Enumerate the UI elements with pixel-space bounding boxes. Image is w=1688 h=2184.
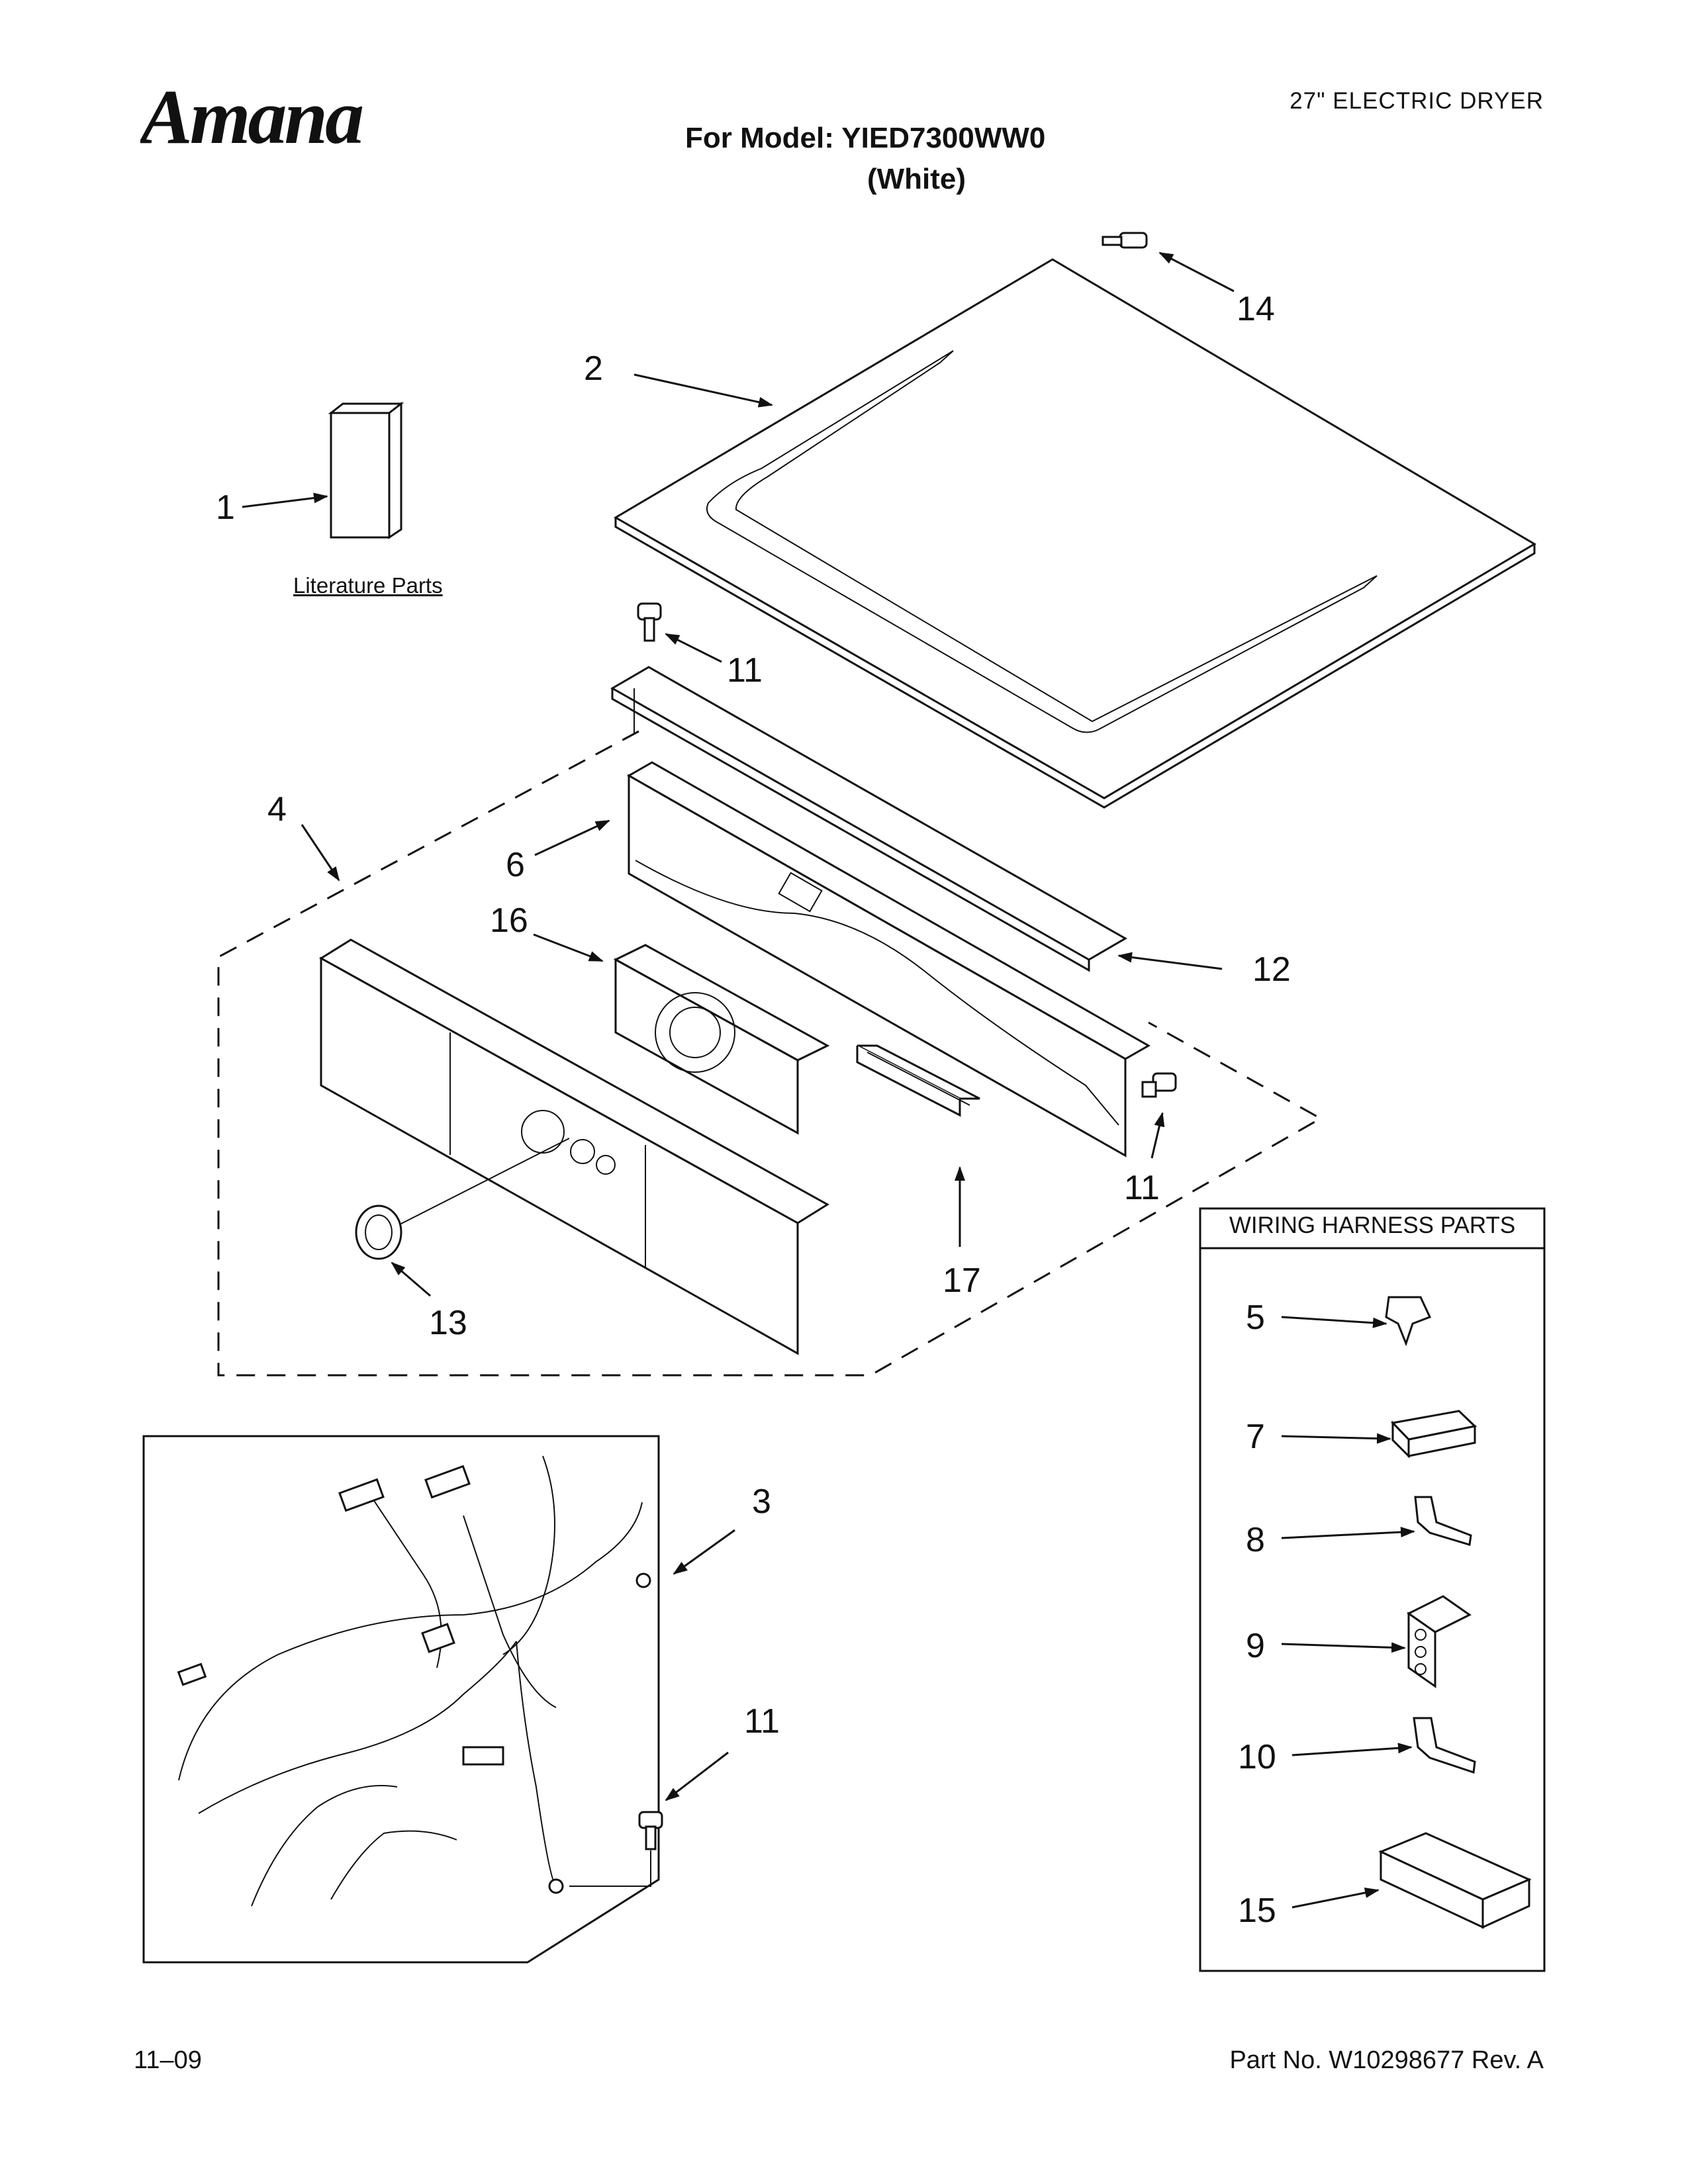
callout-numbers: 1 2 14 11 4 6 16 12 11 17 13 3 11 5 7 8 … xyxy=(216,290,1291,1930)
console-panel xyxy=(319,938,829,1355)
literature-parts-label: Literature Parts xyxy=(293,573,443,598)
screw-11-upper xyxy=(637,602,662,642)
callout-4: 4 xyxy=(267,790,287,829)
callout-6: 6 xyxy=(506,846,525,884)
callout-11-right: 11 xyxy=(1124,1169,1160,1207)
console-frame-6 xyxy=(626,761,1151,1158)
screw-11-lower xyxy=(569,1811,663,1887)
callout-12: 12 xyxy=(1252,950,1291,989)
footer-date: 11–09 xyxy=(134,2046,202,2074)
screw-11-right xyxy=(1141,1072,1177,1098)
callout-14: 14 xyxy=(1237,290,1275,328)
product-category: 27" ELECTRIC DRYER xyxy=(1289,88,1544,114)
wiring-harness-parts-legend xyxy=(1199,1207,1546,1972)
logo-wordmark: Amana xyxy=(140,73,363,158)
amana-logo: Amana xyxy=(140,73,365,158)
screw-14 xyxy=(1102,232,1148,249)
literature-booklet xyxy=(328,401,404,539)
harness-terminal-10 xyxy=(1413,1717,1476,1774)
callout-11-lower: 11 xyxy=(744,1702,780,1741)
callout-16: 16 xyxy=(490,901,528,940)
callout-8: 8 xyxy=(1246,1521,1265,1559)
callout-15: 15 xyxy=(1238,1891,1276,1930)
top-bracket-12 xyxy=(610,666,1128,972)
leader-lines xyxy=(242,251,1415,1909)
harness-clip-5 xyxy=(1385,1296,1432,1347)
callout-5: 5 xyxy=(1246,1298,1265,1337)
callout-11-upper: 11 xyxy=(727,651,763,690)
callout-13: 13 xyxy=(429,1304,467,1342)
control-knob-13 xyxy=(355,1138,570,1260)
callout-10: 10 xyxy=(1238,1738,1276,1776)
wiring-harness-title: WIRING HARNESS PARTS xyxy=(1229,1212,1516,1238)
model-number: For Model: YIED7300WW0 xyxy=(685,122,1046,154)
callout-1: 1 xyxy=(216,488,235,527)
harness-terminal-8 xyxy=(1414,1496,1472,1546)
wiring-harness-3 xyxy=(142,1435,660,1964)
top-panel xyxy=(614,258,1536,809)
console-assembly-boundary xyxy=(217,730,1323,1377)
callout-17: 17 xyxy=(943,1261,981,1300)
callout-9: 9 xyxy=(1246,1627,1265,1665)
callout-7: 7 xyxy=(1246,1418,1265,1456)
ribbon-cable-17 xyxy=(856,1044,980,1117)
callout-3: 3 xyxy=(752,1482,771,1521)
callout-2: 2 xyxy=(584,349,603,388)
model-color: (White) xyxy=(867,163,966,195)
footer-part-number: Part No. W10298677 Rev. A xyxy=(1229,2046,1544,2074)
control-board-16 xyxy=(613,944,830,1135)
